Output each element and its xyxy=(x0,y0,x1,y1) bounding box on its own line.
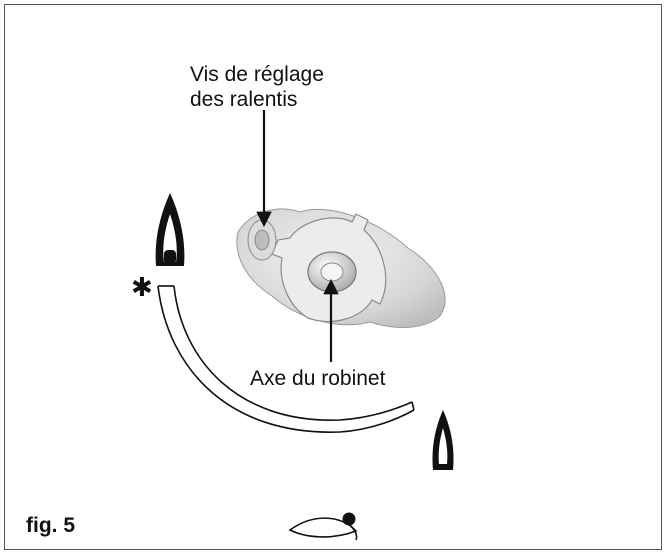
flow-arc xyxy=(157,285,415,433)
label-tap-axis: Axe du robinet xyxy=(250,367,386,390)
figure-frame xyxy=(4,4,662,550)
turn-direction-icon xyxy=(288,512,358,541)
gas-tap-body xyxy=(236,208,446,329)
label-idle-screw-line2: des ralentis xyxy=(190,88,298,111)
flame-min-icon xyxy=(432,410,454,470)
figure-caption: fig. 5 xyxy=(26,514,76,537)
ignition-star-icon: ✱ xyxy=(131,273,153,303)
label-idle-screw-line1: Vis de réglage xyxy=(190,63,324,86)
flame-max-icon xyxy=(155,193,185,266)
label-idle-screw: Vis de réglage des ralentis xyxy=(190,62,324,112)
